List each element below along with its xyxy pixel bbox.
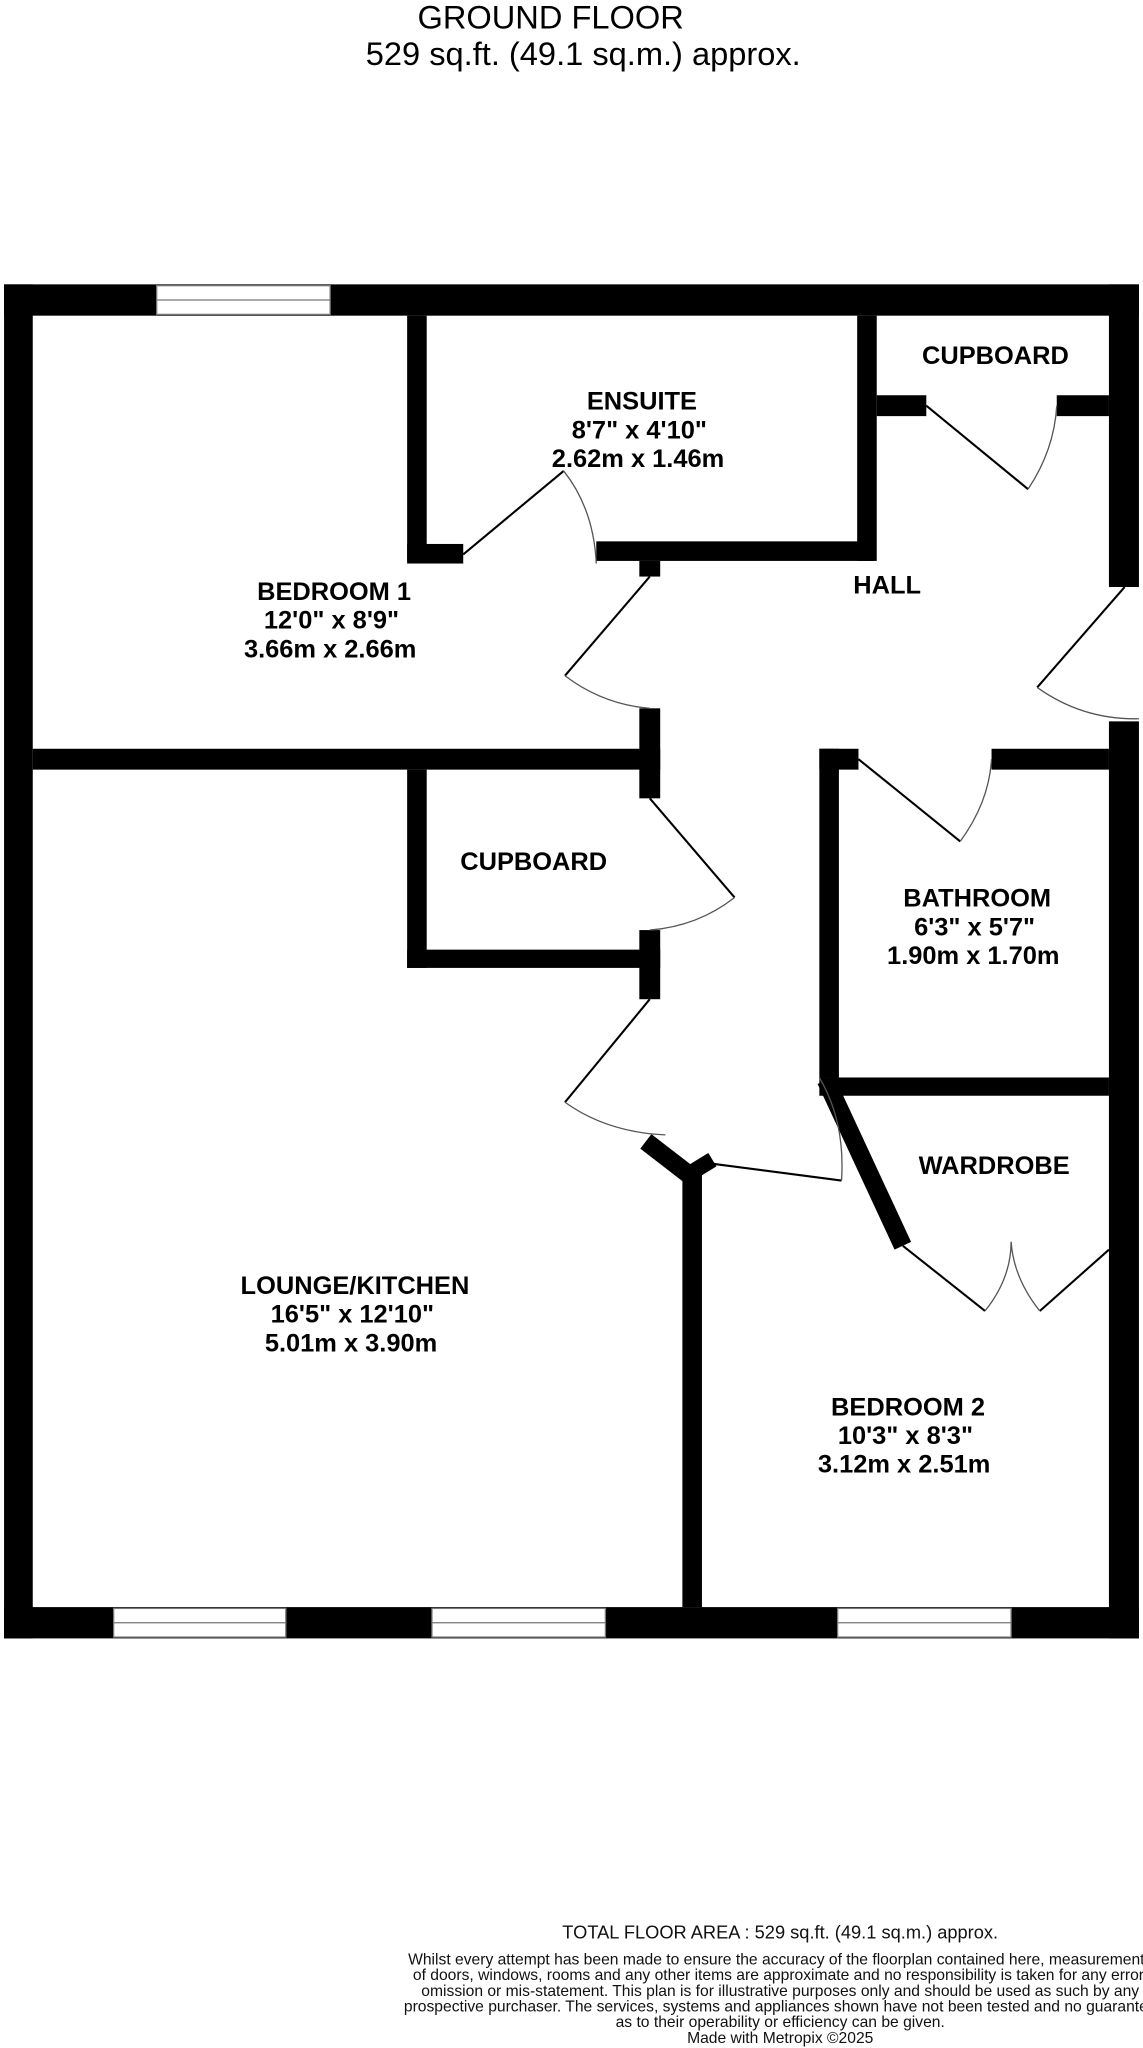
room-bedroom-1: BEDROOM 1 12'0" x 8'9" 3.66m x 2.66m	[244, 578, 416, 663]
svg-text:10'3" x 8'3": 10'3" x 8'3"	[838, 1422, 973, 1450]
room-lounge-kitchen: LOUNGE/KITCHEN 16'5" x 12'10" 5.01m x 3.…	[241, 1272, 470, 1357]
room-bathroom: BATHROOM 6'3" x 5'7" 1.90m x 1.70m	[887, 885, 1059, 970]
walls	[4, 284, 1139, 1639]
room-bedroom-2: BEDROOM 2 10'3" x 8'3" 3.12m x 2.51m	[818, 1393, 990, 1478]
disclaimer-line: Whilst every attempt has been made to en…	[408, 1952, 1143, 1969]
svg-text:BEDROOM 2: BEDROOM 2	[831, 1393, 985, 1421]
svg-text:12'0" x 8'9": 12'0" x 8'9"	[264, 607, 399, 635]
windows	[112, 285, 1012, 1638]
room-cupboard-mid: CUPBOARD	[460, 848, 607, 876]
svg-text:6'3" x 5'7": 6'3" x 5'7"	[914, 913, 1035, 941]
room-ensuite: ENSUITE 8'7" x 4'10" 2.62m x 1.46m	[552, 388, 724, 473]
total-floor-area: TOTAL FLOOR AREA : 529 sq.ft. (49.1 sq.m…	[562, 1921, 998, 1942]
svg-text:LOUNGE/KITCHEN: LOUNGE/KITCHEN	[241, 1272, 470, 1300]
doors	[462, 404, 1139, 1312]
svg-text:2.62m x 1.46m: 2.62m x 1.46m	[552, 445, 724, 473]
svg-text:BEDROOM 1: BEDROOM 1	[257, 578, 411, 606]
room-wardrobe: WARDROBE	[919, 1152, 1070, 1180]
footer: TOTAL FLOOR AREA : 529 sq.ft. (49.1 sq.m…	[404, 1921, 1143, 2046]
room-hall: HALL	[853, 572, 921, 600]
disclaimer-line: prospective purchaser. The services, sys…	[404, 1998, 1143, 2015]
disclaimer-line: as to their operability or efficiency ca…	[616, 2014, 945, 2031]
svg-text:8'7" x 4'10": 8'7" x 4'10"	[572, 416, 707, 444]
credit: Made with Metropix ©2025	[687, 2030, 874, 2047]
svg-text:ENSUITE: ENSUITE	[587, 388, 697, 416]
svg-text:1.90m x 1.70m: 1.90m x 1.70m	[887, 942, 1059, 970]
room-cupboard-top: CUPBOARD	[922, 342, 1069, 370]
svg-text:5.01m x 3.90m: 5.01m x 3.90m	[265, 1329, 437, 1357]
svg-text:3.66m x 2.66m: 3.66m x 2.66m	[244, 635, 416, 663]
floor-title: GROUND FLOOR	[417, 0, 683, 36]
disclaimer-line: omission or mis-statement. This plan is …	[421, 1983, 1139, 2000]
svg-text:BATHROOM: BATHROOM	[903, 885, 1051, 913]
svg-text:16'5" x 12'10": 16'5" x 12'10"	[271, 1301, 434, 1329]
disclaimer-line: of doors, windows, rooms and any other i…	[413, 1967, 1143, 1984]
svg-text:3.12m x 2.51m: 3.12m x 2.51m	[818, 1451, 990, 1479]
floor-area: 529 sq.ft. (49.1 sq.m.) approx.	[366, 35, 801, 72]
